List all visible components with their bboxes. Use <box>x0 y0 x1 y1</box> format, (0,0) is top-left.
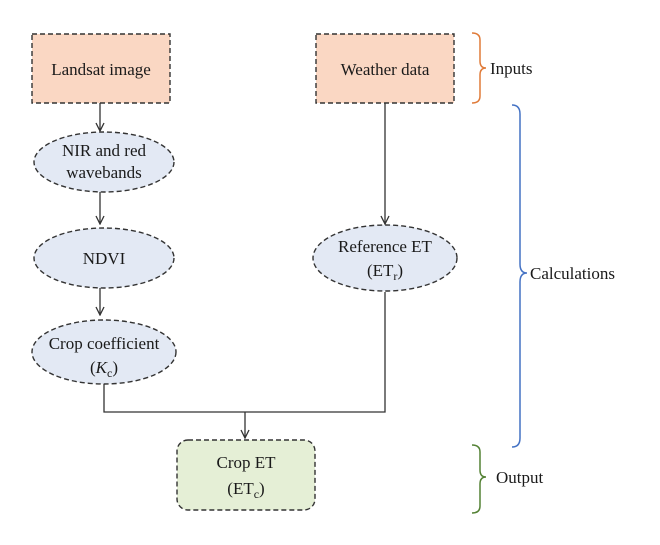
reference-et-line1-label: Reference ET <box>338 237 433 256</box>
reference-et-node: Reference ET (ETr) <box>312 224 458 292</box>
ndvi-node: NDVI <box>33 227 175 289</box>
landsat-image-node: Landsat image <box>31 33 171 104</box>
weather-data-label: Weather data <box>341 60 430 79</box>
crop-coefficient-symbol: (Kc) <box>90 358 118 380</box>
landsat-image-label: Landsat image <box>51 60 151 79</box>
nir-line2-label: wavebands <box>66 163 142 182</box>
weather-data-node: Weather data <box>315 33 455 104</box>
output-label: Output <box>496 468 544 487</box>
calculations-label: Calculations <box>530 264 615 283</box>
connectors <box>100 103 385 438</box>
reference-et-symbol: (ETr) <box>367 261 403 283</box>
ndvi-label: NDVI <box>83 249 126 268</box>
output-bracket: Output <box>471 444 544 514</box>
inputs-bracket: Inputs <box>471 32 533 104</box>
crop-et-line1-label: Crop ET <box>216 453 276 472</box>
calculations-bracket: Calculations <box>511 104 615 448</box>
inputs-label: Inputs <box>490 59 533 78</box>
crop-et-node: Crop ET (ETc) <box>176 439 316 511</box>
nir-red-wavebands-node: NIR and red wavebands <box>33 131 175 193</box>
nir-line1-label: NIR and red <box>62 141 147 160</box>
crop-et-symbol: (ETc) <box>227 479 264 501</box>
crop-coefficient-node: Crop coefficient (Kc) <box>31 319 177 385</box>
crop-coefficient-line1-label: Crop coefficient <box>49 334 160 353</box>
